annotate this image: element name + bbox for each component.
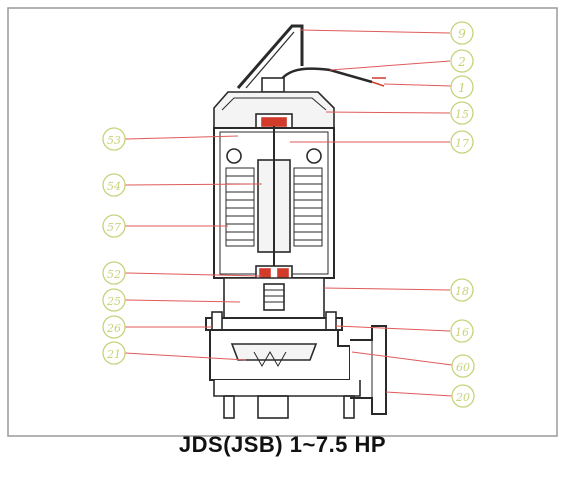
callout-label-53: 53 (107, 134, 121, 147)
bolt-left (226, 148, 242, 164)
discharge-outlet (350, 325, 387, 415)
callout-17: 17 (450, 130, 474, 154)
callout-1: 1 (450, 75, 474, 99)
suction-inlet (257, 395, 289, 419)
callout-label-17: 17 (455, 137, 469, 150)
lower-bearing-left (259, 268, 271, 278)
power-cable (274, 67, 373, 93)
cable-end (371, 77, 386, 87)
callout-25: 25 (102, 288, 126, 312)
callout-label-20: 20 (455, 391, 470, 404)
base-plate (213, 380, 361, 397)
callout-18: 18 (450, 278, 474, 302)
callout-label-25: 25 (106, 295, 121, 308)
callout-label-26: 26 (106, 322, 121, 335)
callouts-right: 9 2 1 15 17 18 16 60 (450, 21, 475, 408)
callout-60: 60 (451, 354, 475, 378)
callout-26: 26 (102, 315, 126, 339)
callout-label-16: 16 (455, 326, 469, 339)
callout-16: 16 (450, 319, 474, 343)
callout-57: 57 (102, 214, 126, 238)
callout-label-2: 2 (457, 55, 466, 69)
callouts-left: 53 54 57 52 25 26 21 (102, 127, 126, 365)
mechanical-seal (263, 283, 285, 311)
callout-52: 52 (102, 261, 126, 285)
cable-gland (261, 77, 285, 93)
mid-flange (205, 317, 343, 331)
callout-2: 2 (450, 49, 474, 73)
lifting-handle (236, 24, 304, 89)
model-caption: JDS(JSB) 1~7.5 HP (178, 432, 387, 457)
pump-drawing (205, 24, 387, 419)
callout-label-21: 21 (106, 348, 121, 361)
impeller (230, 343, 318, 361)
leader-lines (124, 29, 453, 397)
bolt-right (306, 148, 322, 164)
callout-label-52: 52 (107, 268, 121, 281)
callout-21: 21 (102, 341, 126, 365)
leg-right (343, 395, 355, 419)
callout-label-60: 60 (456, 361, 470, 374)
lifting-handle-inner (245, 31, 295, 89)
callout-9: 9 (450, 21, 474, 45)
callout-label-1: 1 (458, 81, 466, 95)
callout-label-9: 9 (458, 27, 466, 41)
outer-border (7, 7, 558, 437)
leg-left (223, 395, 235, 419)
callout-label-54: 54 (107, 180, 121, 193)
upper-bearing (261, 117, 287, 127)
lower-bearing-right (277, 268, 289, 278)
callout-label-15: 15 (455, 108, 469, 121)
callout-20: 20 (451, 384, 475, 408)
callout-15: 15 (450, 101, 474, 125)
callout-53: 53 (102, 127, 126, 151)
callout-label-18: 18 (455, 285, 469, 298)
callout-label-57: 57 (107, 221, 121, 234)
callout-54: 54 (102, 173, 126, 197)
stator-right (293, 167, 323, 247)
